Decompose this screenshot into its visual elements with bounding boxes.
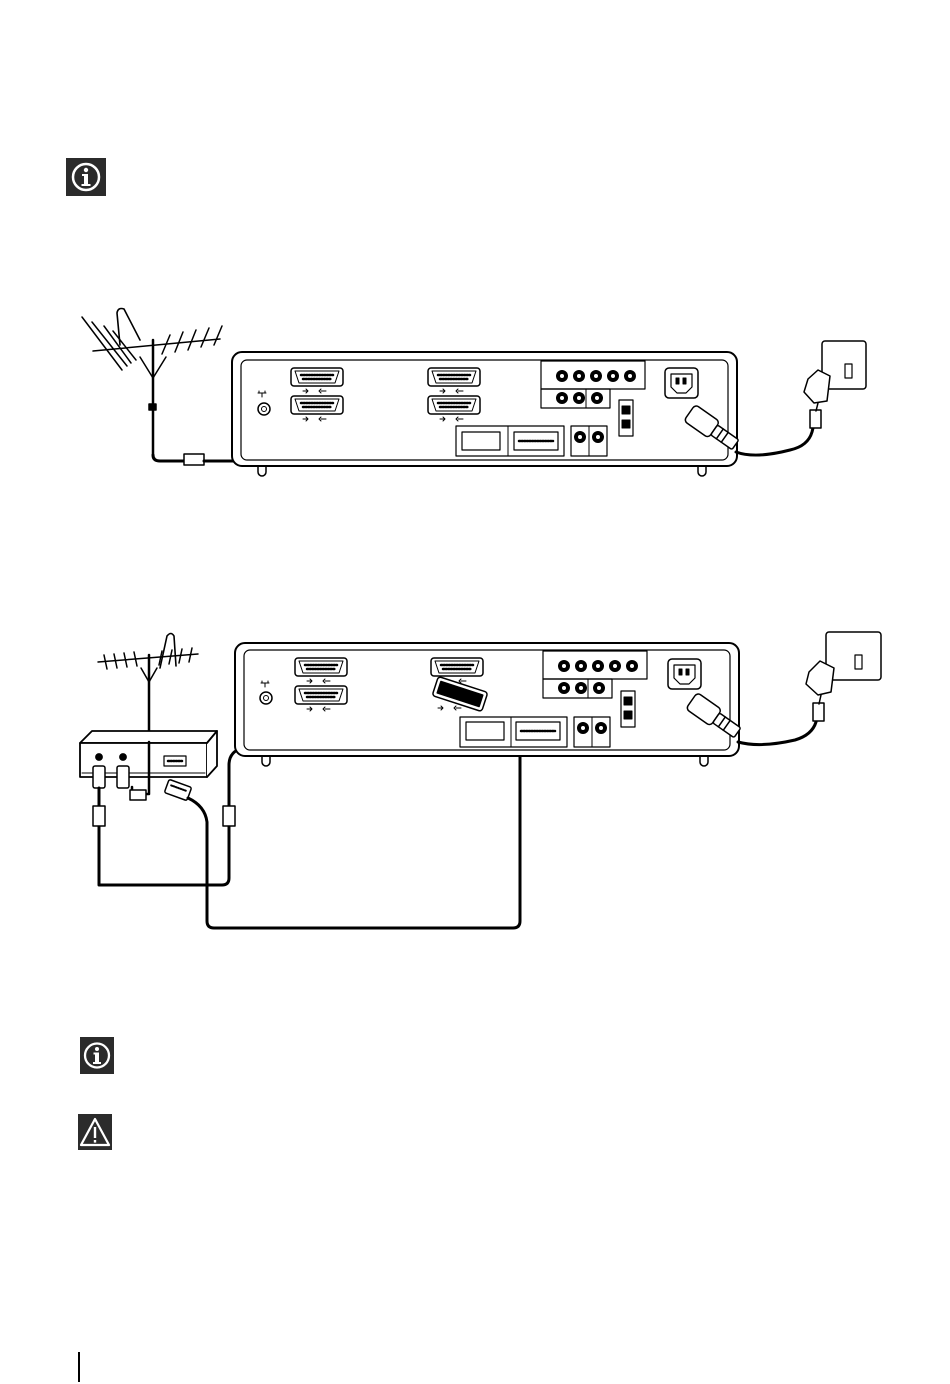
antenna xyxy=(82,309,222,456)
diagram-antenna-vcr-to-tv xyxy=(80,632,881,928)
wall-socket xyxy=(804,341,866,411)
tv-rear-panel xyxy=(235,643,739,766)
page-edge-rule xyxy=(78,1352,80,1382)
diagram-antenna-to-tv xyxy=(82,309,866,477)
antenna xyxy=(98,634,198,743)
tv-rear-panel xyxy=(232,352,737,476)
wall-socket xyxy=(806,632,881,704)
